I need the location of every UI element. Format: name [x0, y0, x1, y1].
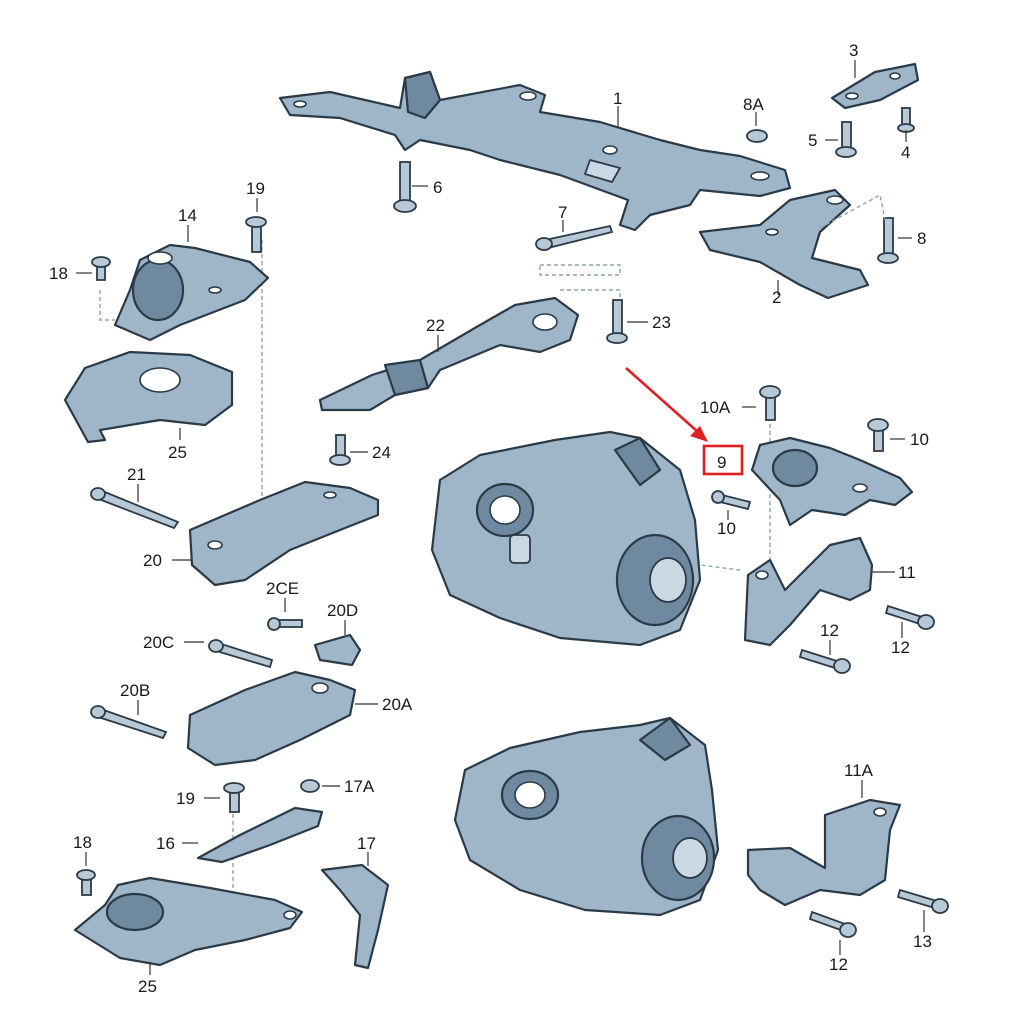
- bolt-5: [835, 121, 857, 158]
- label-7: 7: [558, 203, 567, 222]
- bolt-10-left: [711, 490, 752, 511]
- label-21: 21: [127, 465, 146, 484]
- bolt-8: [877, 217, 899, 264]
- bolt-13: [896, 888, 949, 914]
- label-1: 1: [613, 89, 622, 108]
- label-3: 3: [849, 41, 858, 60]
- label-5: 5: [808, 131, 817, 150]
- part-22-torque-rod: [318, 296, 580, 412]
- bolt-10-right: [867, 418, 889, 452]
- part-11a-bracket: [746, 798, 902, 907]
- label-12-mid: 12: [820, 621, 839, 640]
- bolt-4: [897, 107, 915, 133]
- label-8a: 8A: [743, 95, 764, 114]
- label-11: 11: [898, 563, 916, 582]
- label-20b: 20B: [120, 681, 150, 700]
- label-2: 2: [772, 288, 781, 307]
- bolt-12-right: [884, 604, 935, 630]
- label-17: 17: [357, 834, 376, 853]
- label-10a: 10A: [700, 398, 731, 417]
- part-14-engine-mount: [113, 243, 270, 342]
- bolt-23: [606, 299, 628, 344]
- part-9-gearbox-mount: [750, 436, 914, 527]
- label-10-left: 10: [717, 519, 736, 538]
- label-18-bottom: 18: [73, 833, 92, 852]
- label-8: 8: [917, 229, 926, 248]
- label-13: 13: [913, 932, 932, 951]
- part-16-bracket: [196, 806, 324, 864]
- part-11-bracket: [743, 536, 874, 647]
- part-17-bracket: [320, 863, 390, 970]
- label-12-right: 12: [891, 638, 910, 657]
- part-labels: 1 2 3 4 5 6 7 8 8A 9 10A 10 10 11 11A 12…: [49, 41, 932, 996]
- part-20d: [313, 633, 362, 667]
- label-9: 9: [717, 453, 726, 472]
- label-18-top: 18: [49, 264, 68, 283]
- bolt-20ce: [267, 617, 303, 631]
- bolt-10a: [759, 385, 781, 421]
- bolt-19-bottom: [223, 782, 245, 813]
- label-2ce: 2CE: [266, 579, 299, 598]
- nut-8a: [746, 129, 768, 143]
- bolt-19-top: [245, 216, 267, 253]
- part-20a-bracket: [186, 670, 357, 767]
- label-16: 16: [156, 834, 175, 853]
- bolt-12-mid: [798, 648, 851, 674]
- label-25-upper: 25: [168, 443, 187, 462]
- label-12-bottom: 12: [829, 955, 848, 974]
- bolt-18-top: [91, 256, 111, 281]
- label-20a: 20A: [382, 695, 413, 714]
- bolt-20c: [208, 639, 274, 669]
- part-20-mount-bracket: [188, 480, 380, 587]
- bolt-20b: [90, 705, 168, 740]
- part-25-engine-mount-lower: [73, 876, 304, 967]
- label-20d: 20D: [327, 601, 358, 620]
- label-24: 24: [372, 443, 391, 462]
- part-25-bracket-upper: [63, 350, 234, 444]
- bolt-6: [393, 161, 417, 213]
- label-20: 20: [143, 551, 162, 570]
- leader-lines: [76, 60, 925, 975]
- gearbox-lower: [453, 716, 720, 917]
- label-22: 22: [426, 316, 445, 335]
- highlight-arrow: [625, 367, 708, 442]
- nut-17a: [300, 779, 320, 793]
- bolt-18-bottom: [76, 869, 96, 896]
- bolt-21: [90, 487, 180, 530]
- part-3-bracket: [830, 62, 920, 110]
- label-19-top: 19: [246, 179, 265, 198]
- bolt-24: [329, 434, 351, 466]
- label-17a: 17A: [344, 777, 375, 796]
- label-19-bottom: 19: [176, 789, 195, 808]
- label-14: 14: [178, 206, 197, 225]
- label-23: 23: [652, 313, 671, 332]
- bolt-7: [535, 224, 614, 251]
- part-1-subframe: [278, 70, 792, 232]
- label-11a: 11A: [844, 761, 874, 780]
- gearbox-upper: [430, 430, 702, 647]
- label-25-lower: 25: [138, 977, 157, 996]
- label-10-right: 10: [910, 430, 929, 449]
- label-20c: 20C: [143, 633, 174, 652]
- bolt-12-bottom: [808, 910, 857, 938]
- label-4: 4: [901, 143, 910, 162]
- part-2-control-arm: [698, 188, 870, 300]
- label-6: 6: [433, 178, 442, 197]
- highlight-box: [702, 444, 744, 476]
